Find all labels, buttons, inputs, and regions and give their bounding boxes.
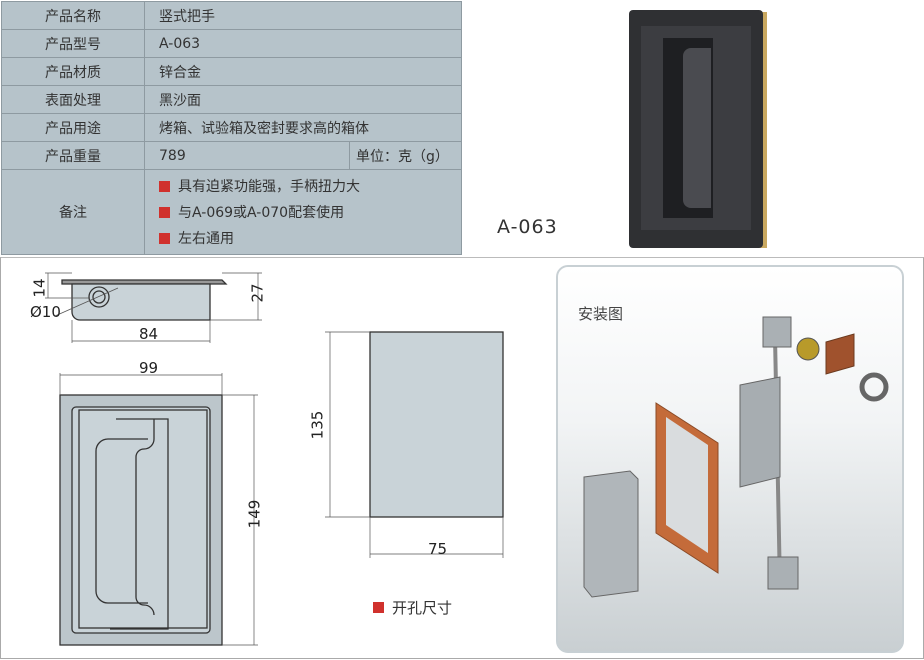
- label: 产品用途: [1, 113, 145, 142]
- installation-diagram: 安装图: [556, 265, 904, 653]
- label: 产品名称: [1, 1, 145, 30]
- dim-27: 27: [248, 283, 267, 303]
- dim-135: 135: [308, 410, 327, 440]
- cutout-label: 开孔尺寸: [373, 597, 452, 618]
- dim-75: 75: [428, 540, 448, 558]
- unit: 单位：克（g）: [349, 141, 462, 170]
- bullet-icon: [159, 232, 170, 244]
- dim-diameter: Ø10: [30, 303, 61, 321]
- note: 具有迫紧功能强，手柄扭力大: [178, 179, 360, 195]
- install-title: 安装图: [578, 305, 624, 323]
- product-photo: [629, 10, 767, 248]
- value: 789: [144, 141, 350, 170]
- bullet-icon: [159, 180, 170, 192]
- dim-84: 84: [139, 325, 159, 343]
- notes: 具有迫紧功能强，手柄扭力大 与A-069或A-070配套使用 左右通用: [144, 169, 462, 255]
- label: 备注: [1, 169, 145, 255]
- label: 产品型号: [1, 29, 145, 58]
- note: 左右通用: [178, 231, 234, 247]
- technical-drawing: [45, 272, 504, 646]
- label: 产品材质: [1, 57, 145, 86]
- dim-149: 149: [245, 499, 264, 529]
- note: 与A-069或A-070配套使用: [178, 205, 345, 221]
- dim-14: 14: [30, 278, 49, 298]
- bullet-icon: [159, 206, 170, 218]
- value: 黑沙面: [144, 85, 462, 114]
- label: 产品重量: [1, 141, 145, 170]
- value: 锌合金: [144, 57, 462, 86]
- cutout-text: 开孔尺寸: [392, 599, 453, 617]
- value: 竖式把手: [144, 1, 462, 30]
- model-caption: A-063: [497, 216, 558, 238]
- value: 烤箱、试验箱及密封要求高的箱体: [144, 113, 462, 142]
- exploded-view: [583, 316, 889, 598]
- label: 表面处理: [1, 85, 145, 114]
- value: A-063: [144, 29, 462, 58]
- dim-99: 99: [139, 359, 159, 377]
- bullet-icon: [373, 602, 384, 613]
